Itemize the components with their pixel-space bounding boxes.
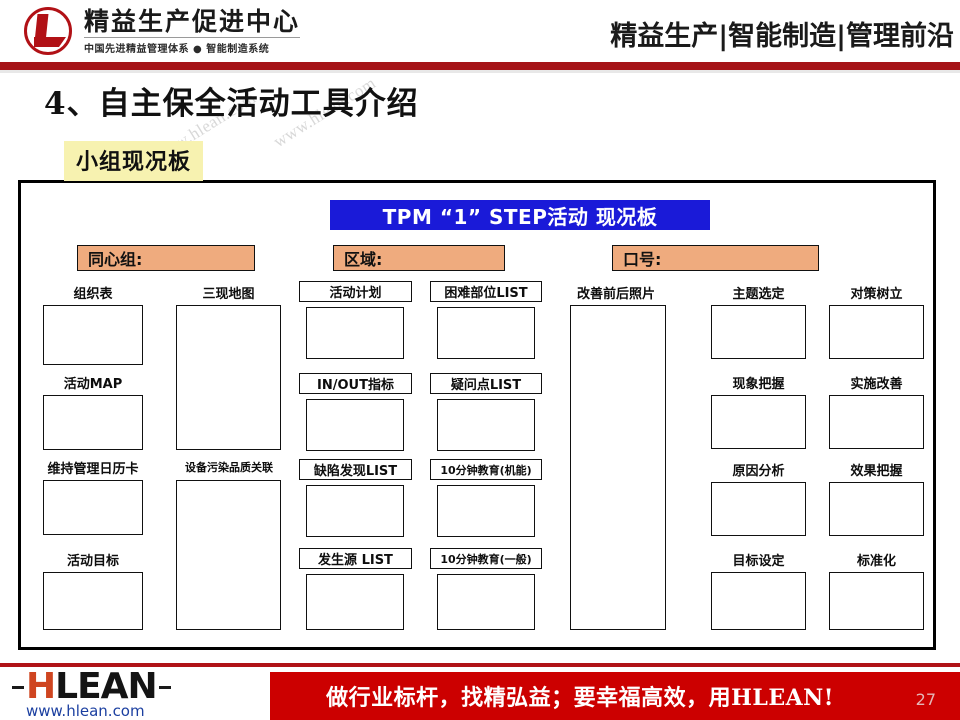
- logo-sub-text: 中国先进精益管理体系 ● 智能制造系统: [84, 44, 270, 56]
- cell-box-activity-plan[interactable]: [306, 307, 404, 359]
- cell-label-theme-selection: 主题选定: [732, 286, 785, 302]
- cell-label-difficult-spot-list: 困难部位LIST: [430, 281, 542, 302]
- cell-box-cause-analysis[interactable]: [711, 482, 806, 536]
- cell-label-question-list: 疑问点LIST: [430, 373, 542, 394]
- cell-box-theme-selection[interactable]: [711, 305, 806, 359]
- cell-box-activity-goal[interactable]: [43, 572, 143, 630]
- cell-label-activity-plan: 活动计划: [299, 281, 412, 302]
- cell-label-phenomenon-grasp: 现象把握: [732, 376, 785, 392]
- cell-box-source-list[interactable]: [306, 574, 404, 630]
- footer-divider: [0, 663, 960, 667]
- hlean-h-letter: H: [26, 666, 56, 707]
- hlean-logo: H LEAN www.hlean.com: [12, 666, 171, 720]
- cell-box-difficult-spot-list[interactable]: [437, 307, 535, 359]
- field-team[interactable]: 同心组:: [77, 245, 255, 271]
- header-accent-bar: [0, 62, 960, 70]
- cell-box-phenomenon-grasp[interactable]: [711, 395, 806, 449]
- cell-label-activity-map: 活动MAP: [63, 376, 123, 392]
- cell-label-standardization: 标准化: [856, 553, 896, 569]
- cell-box-three-site-map[interactable]: [176, 305, 281, 450]
- logo-dash-left-icon: [12, 685, 24, 689]
- cell-label-three-site-map: 三现地图: [202, 286, 255, 302]
- logo-dash-right-icon: [158, 685, 171, 689]
- cell-box-ten-min-education-function[interactable]: [437, 485, 535, 537]
- cell-box-implement-improvement[interactable]: [829, 395, 924, 449]
- cell-box-defect-found-list[interactable]: [306, 485, 404, 537]
- hlean-lean-letters: LEAN: [55, 666, 158, 707]
- cell-label-ten-min-education-function: 10分钟教育(机能): [430, 459, 542, 480]
- cell-label-maintenance-calendar: 维持管理日历卡: [47, 461, 139, 477]
- cell-box-before-after-photos[interactable]: [570, 305, 666, 630]
- cell-label-activity-goal: 活动目标: [66, 553, 119, 569]
- cell-label-before-after-photos: 改善前后照片: [576, 286, 655, 302]
- cell-label-goal-setting: 目标设定: [732, 553, 785, 569]
- cell-box-standardization[interactable]: [829, 572, 924, 630]
- jingyi-logo-icon: [22, 6, 76, 58]
- brand-logo: 精益生产促进中心 中国先进精益管理体系 ● 智能制造系统: [22, 6, 301, 58]
- cell-box-activity-map[interactable]: [43, 395, 143, 450]
- board-banner: TPM “1” STEP活动 现况板: [330, 200, 710, 230]
- cell-label-cause-analysis: 原因分析: [732, 463, 785, 479]
- cell-box-organization-chart[interactable]: [43, 305, 143, 365]
- cell-box-equipment-quality-link[interactable]: [176, 480, 281, 630]
- page-number: 27: [915, 690, 936, 709]
- cell-label-countermeasure-setup: 对策树立: [850, 286, 903, 302]
- cell-box-goal-setting[interactable]: [711, 572, 806, 630]
- field-area[interactable]: 区域:: [333, 245, 505, 271]
- logo-divider: [84, 37, 301, 39]
- cell-box-maintenance-calendar[interactable]: [43, 480, 143, 535]
- cell-box-question-list[interactable]: [437, 399, 535, 451]
- footer-slogan: 做行业标杆，找精弘益；要幸福高效，用HLEAN!: [326, 685, 834, 711]
- cell-box-countermeasure-setup[interactable]: [829, 305, 924, 359]
- cell-label-equipment-quality-link: 设备污染品质关联: [185, 461, 273, 474]
- cell-label-in-out-index: IN/OUT指标: [299, 373, 412, 394]
- logo-main-text: 精益生产促进中心: [84, 6, 301, 36]
- footer-bar: [270, 672, 960, 720]
- cell-label-effect-grasp: 效果把握: [850, 463, 903, 479]
- header-tagline: 精益生产|智能制造|管理前沿: [610, 21, 954, 52]
- section-tag: 小组现况板: [64, 141, 204, 181]
- hlean-url[interactable]: www.hlean.com: [26, 702, 145, 720]
- cell-label-ten-min-education-general: 10分钟教育(一般): [430, 548, 542, 569]
- cell-box-in-out-index[interactable]: [306, 399, 404, 451]
- page-header: 精益生产促进中心 中国先进精益管理体系 ● 智能制造系统 精益生产|智能制造|管…: [0, 0, 960, 62]
- field-slogan[interactable]: 口号:: [612, 245, 819, 271]
- cell-label-implement-improvement: 实施改善: [850, 376, 903, 392]
- cell-box-ten-min-education-general[interactable]: [437, 574, 535, 630]
- cell-label-defect-found-list: 缺陷发现LIST: [299, 459, 412, 480]
- cell-box-effect-grasp[interactable]: [829, 482, 924, 536]
- page-title: 4、自主保全活动工具介绍: [44, 86, 419, 122]
- status-board: TPM “1” STEP活动 现况板 同心组: 区域: 口号: 组织表 活动MA…: [18, 180, 936, 650]
- header-accent-bar-light: [0, 70, 960, 73]
- cell-label-source-list: 发生源 LIST: [299, 548, 412, 569]
- cell-label-organization-chart: 组织表: [73, 286, 113, 302]
